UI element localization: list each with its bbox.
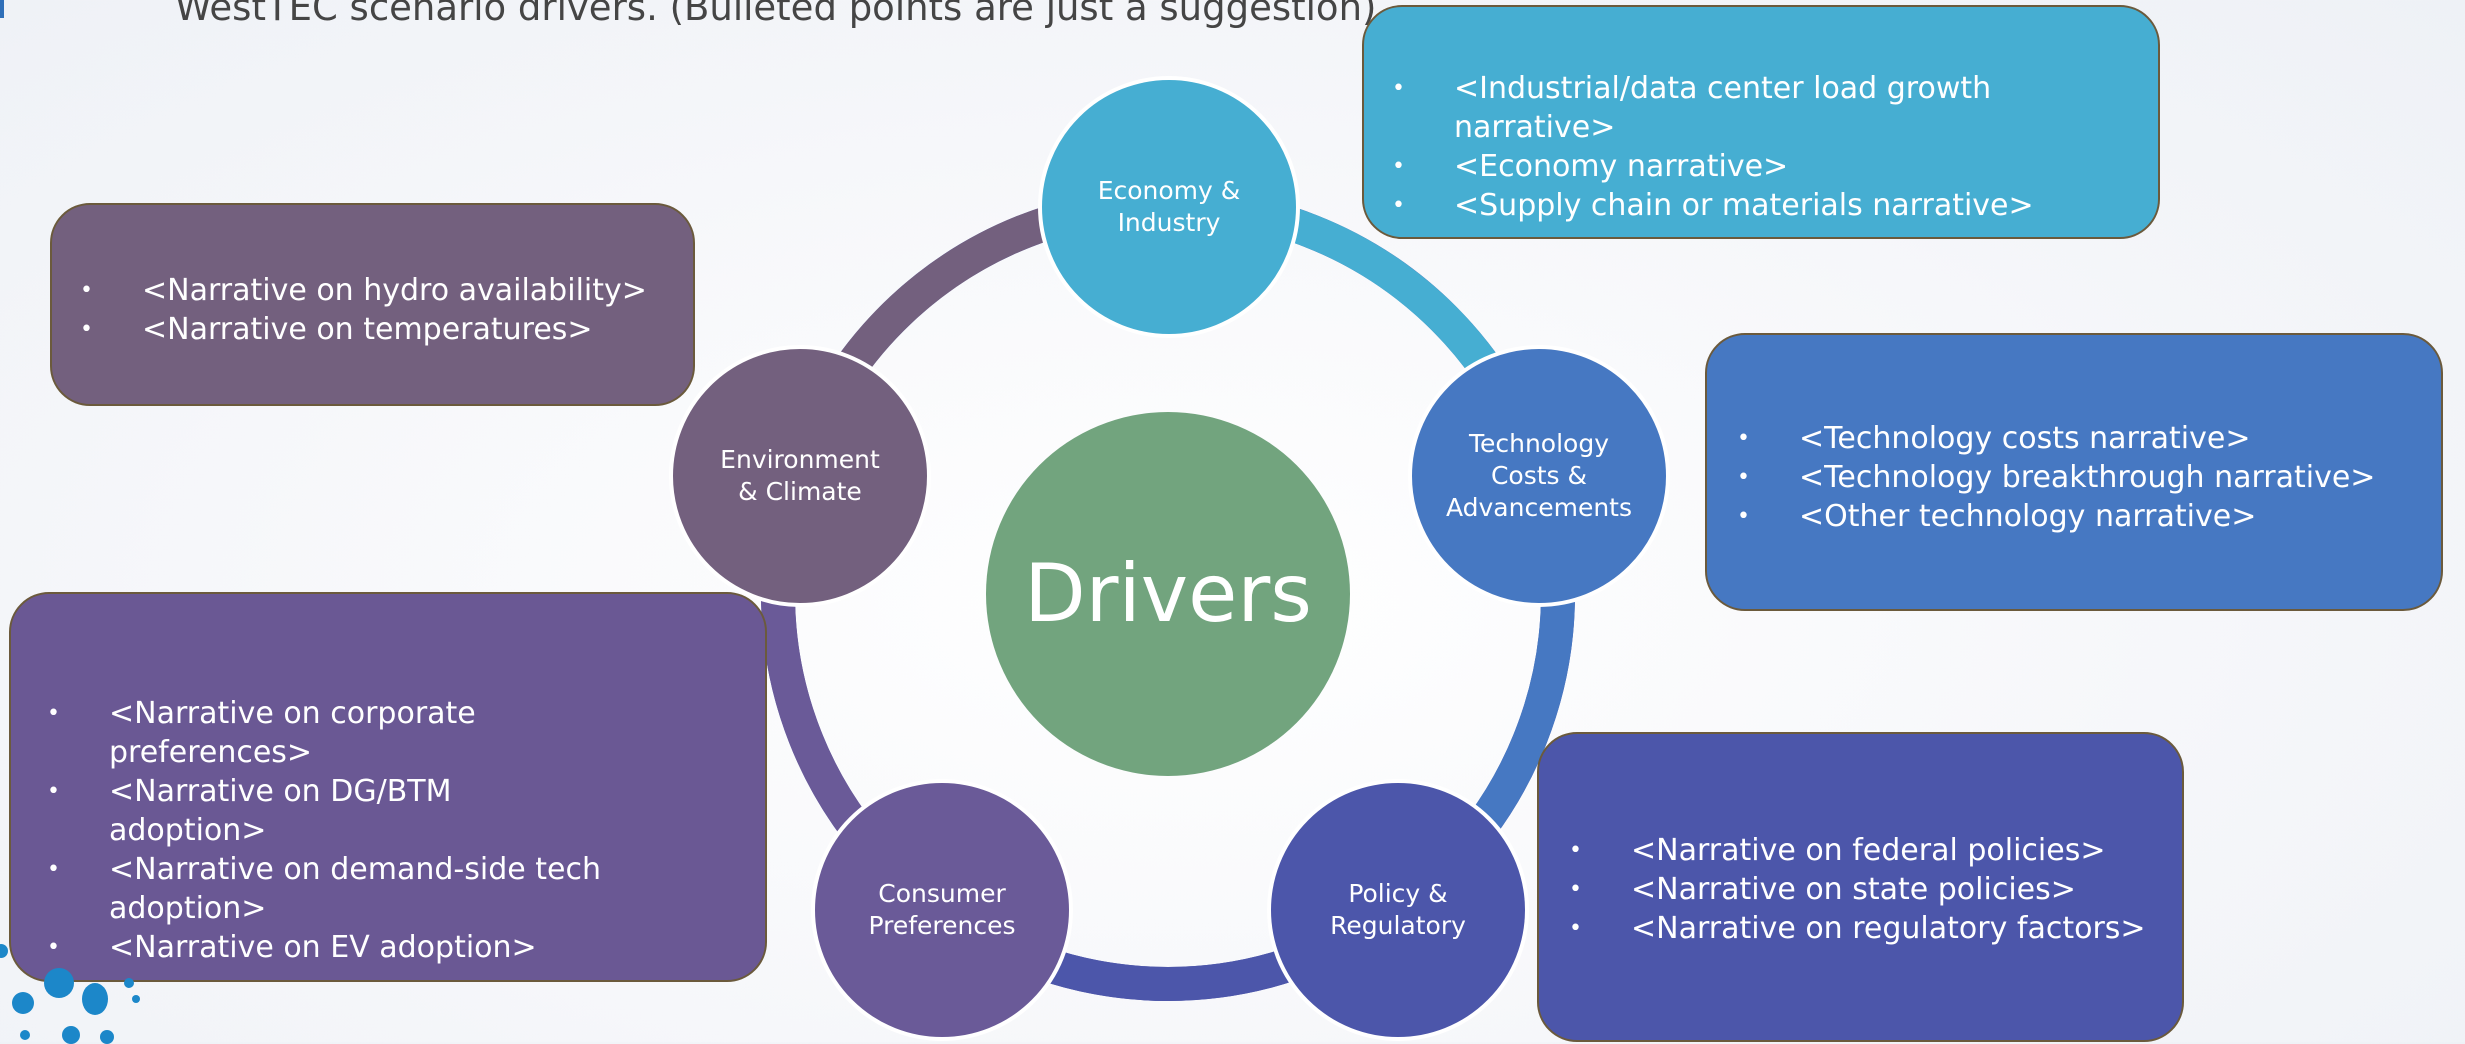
- decorative-dot: [132, 995, 140, 1003]
- bullet-icon: •: [1569, 916, 1582, 941]
- consumer-narrative-text: <Narrative on corporate preferences>: [109, 696, 476, 770]
- technology-narrative-box: • <Technology costs narrative> • <Technolog…: [1705, 333, 2443, 611]
- technology-narrative-item: • <Technology breakthrough narrative>: [1737, 458, 2421, 497]
- technology-narrative-item: • <Other technology narrative>: [1737, 497, 2421, 536]
- decorative-dot: [12, 992, 34, 1014]
- bullet-icon: •: [1737, 426, 1750, 451]
- bullet-icon: •: [1392, 193, 1405, 218]
- decorative-dot: [20, 1030, 30, 1040]
- bullet-icon: •: [1737, 504, 1750, 529]
- environment-narrative-item: • <Narrative on temperatures>: [80, 310, 673, 349]
- consumer-preferences-node: Consumer Preferences: [811, 779, 1073, 1041]
- policy-narrative-box: • <Narrative on federal policies> • <Narrat…: [1537, 732, 2184, 1042]
- environment-narrative-box: • <Narrative on hydro availability> • <Narr…: [50, 203, 695, 406]
- decorative-dot: [82, 983, 108, 1015]
- consumer-narrative-box: • <Narrative on corporate preferences> • <N…: [9, 592, 767, 982]
- economy-narrative-item: • <Supply chain or materials narrative>: [1392, 186, 2138, 225]
- decorative-dot: [0, 944, 8, 958]
- economy-narrative-text: <Economy narrative>: [1454, 149, 1789, 184]
- decorative-dot: [62, 1026, 80, 1044]
- bullet-icon: •: [47, 935, 60, 960]
- bullet-icon: •: [80, 278, 93, 303]
- policy-regulatory-label: Policy & Regulatory: [1330, 879, 1466, 940]
- policy-narrative-text: <Narrative on regulatory factors>: [1631, 911, 2146, 946]
- consumer-narrative-text: <Narrative on EV adoption>: [109, 930, 537, 965]
- economy-industry-node: Economy & Industry: [1038, 76, 1300, 338]
- policy-narrative-item: • <Narrative on regulatory factors>: [1569, 909, 2162, 948]
- consumer-narrative-text: <Narrative on demand-side tech adoption>: [109, 852, 601, 926]
- economy-narrative-item: • <Economy narrative>: [1392, 147, 2138, 186]
- consumer-narrative-item: • <Narrative on corporate preferences>: [47, 694, 607, 772]
- decorative-dot: [100, 1030, 114, 1044]
- technology-narrative-item: • <Technology costs narrative>: [1737, 419, 2421, 458]
- economy-narrative-list: • <Industrial/data center load growth nar…: [1392, 69, 2138, 225]
- economy-industry-label: Economy & Industry: [1097, 176, 1241, 237]
- policy-narrative-list: • <Narrative on federal policies> • <Narrat…: [1569, 831, 2162, 948]
- policy-narrative-text: <Narrative on state policies>: [1631, 872, 2076, 907]
- policy-narrative-item: • <Narrative on federal policies>: [1569, 831, 2162, 870]
- consumer-narrative-item: • <Narrative on demand-side tech adoption…: [47, 850, 607, 928]
- bullet-icon: •: [47, 779, 60, 804]
- environment-narrative-list: • <Narrative on hydro availability> • <Narr…: [80, 271, 673, 349]
- bullet-icon: •: [80, 317, 93, 342]
- bullet-icon: •: [1569, 877, 1582, 902]
- policy-narrative-item: • <Narrative on state policies>: [1569, 870, 2162, 909]
- environment-narrative-text: <Narrative on hydro availability>: [142, 273, 647, 308]
- bullet-icon: •: [1392, 154, 1405, 179]
- decorative-dot: [44, 968, 74, 998]
- economy-narrative-box: • <Industrial/data center load growth nar…: [1362, 5, 2160, 239]
- technology-narrative-list: • <Technology costs narrative> • <Technolog…: [1737, 419, 2421, 536]
- consumer-narrative-item: • <Narrative on DG/BTM adoption>: [47, 772, 607, 850]
- economy-narrative-item: • <Industrial/data center load growth nar…: [1392, 69, 2138, 147]
- bullet-icon: •: [1392, 76, 1405, 101]
- drivers-label: Drivers: [1024, 547, 1312, 640]
- slide-header: WestTEC scenario drivers. (Bulleted poin…: [175, 0, 1389, 29]
- bullet-icon: •: [47, 701, 60, 726]
- consumer-narrative-text: <Narrative on DG/BTM adoption>: [109, 774, 452, 848]
- economy-narrative-text: <Supply chain or materials narrative>: [1454, 188, 2034, 223]
- policy-narrative-text: <Narrative on federal policies>: [1631, 833, 2106, 868]
- bullet-icon: •: [1737, 465, 1750, 490]
- header-accent-bar: [0, 0, 4, 18]
- technology-narrative-text: <Technology breakthrough narrative>: [1799, 460, 2376, 495]
- consumer-narrative-list: • <Narrative on corporate preferences> • <N…: [47, 694, 607, 967]
- technology-label: Technology Costs & Advancements: [1445, 429, 1633, 522]
- technology-narrative-text: <Technology costs narrative>: [1799, 421, 2251, 456]
- environment-narrative-text: <Narrative on temperatures>: [142, 312, 593, 347]
- consumer-narrative-item: • <Narrative on EV adoption>: [47, 928, 607, 967]
- environment-climate-node: Environment & Climate: [669, 345, 931, 607]
- bullet-icon: •: [1569, 838, 1582, 863]
- decorative-dot: [124, 978, 134, 988]
- bullet-icon: •: [47, 857, 60, 882]
- environment-climate-label: Environment & Climate: [720, 445, 880, 506]
- economy-narrative-text: <Industrial/data center load growth narr…: [1454, 71, 1992, 145]
- technology-narrative-text: <Other technology narrative>: [1799, 499, 2257, 534]
- policy-regulatory-node: Policy & Regulatory: [1267, 779, 1529, 1041]
- drivers-center-circle: Drivers: [986, 412, 1350, 776]
- environment-narrative-item: • <Narrative on hydro availability>: [80, 271, 673, 310]
- technology-node: Technology Costs & Advancements: [1408, 345, 1670, 607]
- consumer-preferences-label: Consumer Preferences: [868, 879, 1016, 940]
